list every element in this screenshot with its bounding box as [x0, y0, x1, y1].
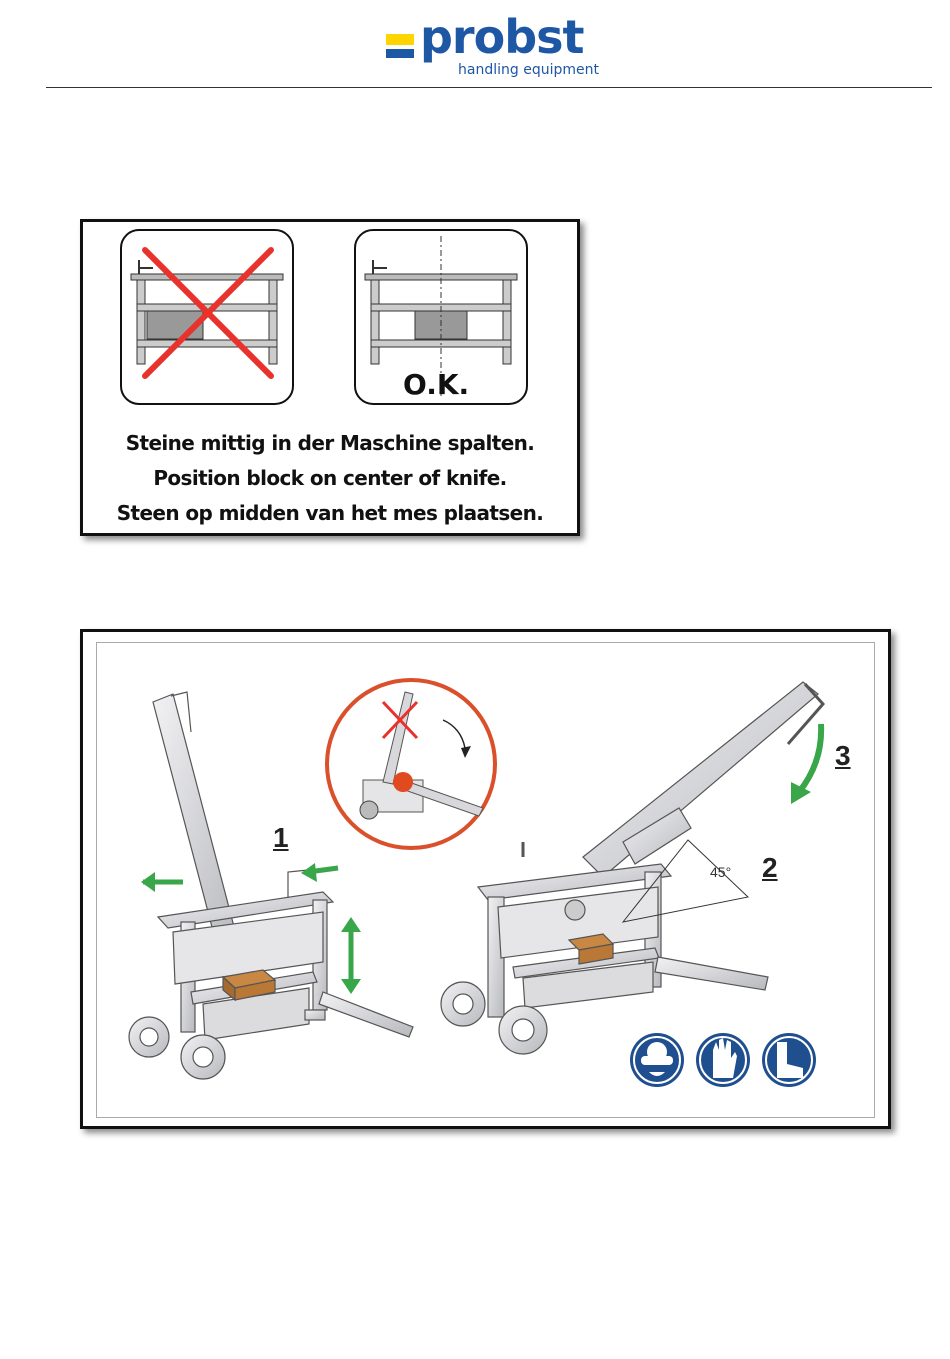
- positioning-instruction-panel: O.K. Steine mittig in der Maschine spalt…: [80, 219, 580, 536]
- probst-logo: probst handling equipment: [386, 20, 606, 82]
- rotate-right-arrow-icon: [301, 863, 317, 882]
- caption-dutch: Steen op midden van het mes plaatsen.: [83, 501, 577, 525]
- caption-english: Position block on center of knife.: [83, 466, 577, 490]
- safety-boots-icon: [762, 1033, 816, 1087]
- logo-blue-bar: [386, 49, 414, 58]
- step-1-label: 1: [273, 822, 289, 854]
- wrong-position-diagram: [121, 230, 293, 404]
- step-2-label: 2: [762, 852, 778, 884]
- logo-wordmark: probst: [420, 14, 584, 60]
- down-arrow-icon: [341, 979, 361, 994]
- ok-label: O.K.: [403, 368, 469, 401]
- safety-goggles-icon: [630, 1033, 684, 1087]
- page-header: probst handling equipment: [0, 0, 950, 92]
- step-3-label: 3: [835, 740, 851, 772]
- up-arrow-icon: [341, 917, 361, 932]
- safety-gloves-icon: [696, 1033, 750, 1087]
- header-divider: [46, 87, 932, 88]
- logo-tagline: handling equipment: [458, 62, 599, 78]
- operation-steps-panel: 1 2 3 45°: [80, 629, 891, 1129]
- caption-german: Steine mittig in der Maschine spalten.: [83, 431, 577, 455]
- hand-warning-icon: [393, 772, 413, 792]
- rotate-left-arrow-icon: [141, 872, 155, 892]
- angle-label: 45°: [710, 864, 731, 880]
- warning-circle: [327, 680, 495, 848]
- logo-yellow-bar: [386, 34, 414, 45]
